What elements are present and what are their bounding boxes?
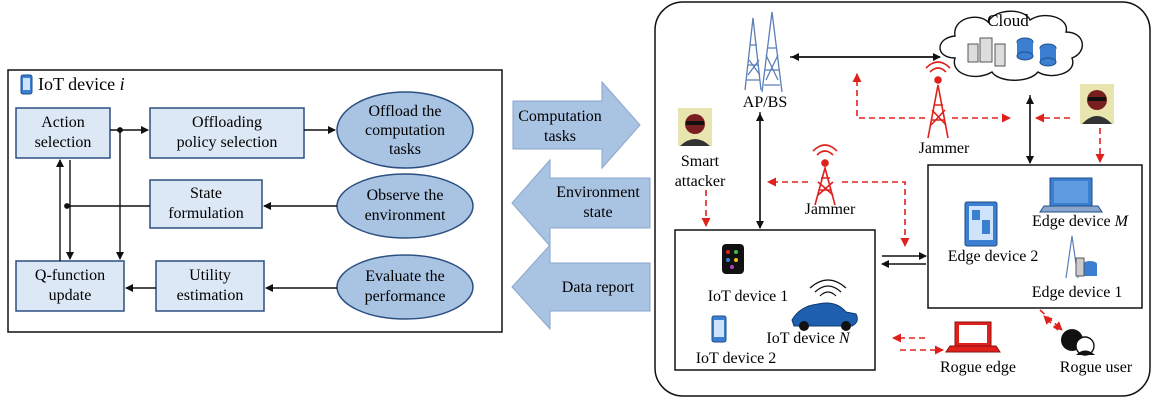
iot-device-1-label: IoT device 1 [708, 288, 789, 305]
svg-text:Q-function: Q-function [35, 267, 105, 284]
svg-text:Evaluate the: Evaluate the [365, 268, 445, 285]
computation-tasks-arrow: Computation tasks [512, 80, 641, 170]
svg-text:tasks: tasks [389, 141, 421, 158]
panel-title: IoT device i [38, 74, 125, 94]
iot-device-2-label: IoT device 2 [696, 350, 777, 367]
offloading-policy-box: Offloading policy selection [149, 107, 305, 159]
edge-devices-box [927, 164, 1143, 309]
action-selection-box: Action selection [15, 107, 111, 159]
ap-bs-tower-icon [744, 11, 783, 93]
edge-device-1-label: Edge device 1 [1032, 284, 1123, 301]
q-function-update-box: Q-function update [15, 260, 125, 312]
svg-text:performance: performance [365, 288, 446, 305]
ap-bs-label: AP/BS [743, 94, 787, 111]
cloud-icon [939, 10, 1083, 81]
svg-text:Utility: Utility [189, 267, 231, 284]
svg-text:tasks: tasks [544, 128, 576, 145]
data-report-arrow: Data report [511, 243, 651, 331]
svg-text:Environment: Environment [556, 184, 640, 201]
evaluate-performance-ellipse: Evaluate the performance [336, 254, 474, 320]
smart-attacker-label-1: Smart [681, 153, 720, 170]
offload-tasks-ellipse: Offload the computation tasks [336, 91, 474, 169]
attack-links [701, 73, 1105, 355]
attacker-icon [1080, 84, 1114, 124]
network-links [756, 53, 1034, 268]
edge-server-icon [1065, 235, 1097, 279]
observe-environment-ellipse: Observe the environment [336, 173, 474, 239]
jammer-mid-icon [812, 144, 838, 206]
svg-text:State: State [190, 185, 222, 202]
svg-text:update: update [49, 287, 92, 304]
svg-text:estimation: estimation [177, 287, 244, 304]
rogue-edge-label: Rogue edge [940, 359, 1016, 376]
laptop-icon [1039, 177, 1103, 213]
phone-device-icon [711, 315, 727, 343]
jammer-top-icon [925, 61, 951, 139]
smart-attacker-icon [678, 108, 712, 146]
environment-state-arrow: Environment state [511, 158, 651, 248]
utility-estimation-box: Utility estimation [155, 260, 265, 312]
svg-text:environment: environment [365, 207, 446, 224]
cloud-label: Cloud [987, 11, 1029, 30]
jammer-top-label: Jammer [919, 140, 970, 157]
svg-text:Offload the: Offload the [368, 103, 441, 120]
rogue-user-icon [1061, 329, 1095, 356]
svg-text:policy selection: policy selection [177, 134, 278, 151]
left-panel-connectors [56, 126, 337, 292]
smartwatch-icon [722, 244, 744, 274]
tablet-icon [964, 201, 998, 247]
svg-text:formulation: formulation [168, 205, 244, 222]
svg-text:Action: Action [41, 114, 85, 131]
iot-device-n-label: IoT device N [766, 330, 851, 347]
car-icon [791, 279, 858, 331]
svg-text:Observe the: Observe the [367, 187, 444, 204]
state-formulation-box: State formulation [149, 179, 263, 229]
iot-devices-box [674, 229, 876, 371]
rogue-laptop-icon [945, 321, 1001, 353]
smart-attacker-label-2: attacker [675, 173, 726, 190]
svg-text:state: state [583, 204, 612, 221]
rogue-user-label: Rogue user [1060, 359, 1133, 376]
svg-text:Offloading: Offloading [192, 114, 262, 131]
phone-icon [20, 74, 33, 95]
edge-device-m-label: Edge device M [1032, 213, 1130, 230]
svg-text:Data report: Data report [562, 279, 635, 296]
edge-device-2-label: Edge device 2 [948, 248, 1039, 265]
jammer-mid-label: Jammer [805, 201, 856, 218]
svg-text:computation: computation [365, 122, 445, 139]
svg-text:Computation: Computation [518, 108, 602, 125]
svg-text:selection: selection [35, 134, 92, 151]
